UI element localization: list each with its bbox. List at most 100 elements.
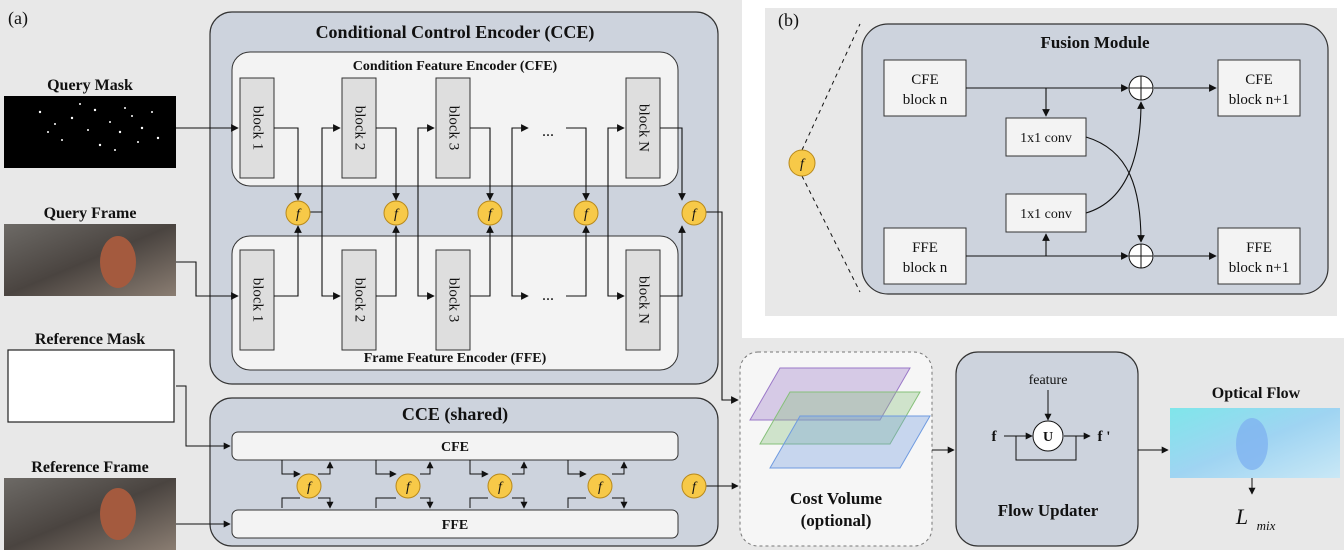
svg-text:block 3: block 3 bbox=[446, 278, 462, 323]
reference-frame-character bbox=[100, 488, 136, 540]
flow-updater-f-out: f ' bbox=[1098, 429, 1111, 445]
add-node-bottom bbox=[1128, 243, 1154, 269]
fusion-node-5: f bbox=[681, 200, 707, 226]
cost-layer-purple bbox=[749, 367, 911, 421]
cfe-block-n1-box: CFE block n+1 bbox=[1217, 59, 1301, 117]
shared-ffe-label: FFE bbox=[442, 518, 468, 533]
shared-fusion-node-2: f bbox=[395, 473, 421, 499]
conv-1x1-bottom: 1x1 conv bbox=[1005, 193, 1087, 233]
cce-connectors bbox=[176, 124, 739, 404]
svg-text:f: f bbox=[692, 480, 698, 495]
shared-fusion-node-4: f bbox=[587, 473, 613, 499]
svg-text:block n: block n bbox=[903, 92, 948, 108]
query-mask-dots bbox=[38, 103, 160, 151]
fusion-node-1: f bbox=[285, 200, 311, 226]
update-unit-label: U bbox=[1043, 430, 1053, 445]
svg-text:CFE: CFE bbox=[911, 72, 939, 88]
svg-text:1x1 conv: 1x1 conv bbox=[1020, 207, 1072, 222]
fusion-node-4: f bbox=[573, 200, 599, 226]
shared-ffe-bar bbox=[231, 509, 679, 539]
svg-text:block 1: block 1 bbox=[250, 278, 266, 323]
ffe-block-2: block 2 bbox=[341, 249, 377, 351]
reference-frame-label: Reference Frame bbox=[31, 459, 148, 476]
update-unit-node bbox=[1032, 420, 1064, 452]
shared-cfe-bar bbox=[231, 431, 679, 461]
loss-subscript: mix bbox=[1257, 518, 1276, 533]
query-frame-character bbox=[100, 236, 136, 288]
ffe-block-n1-box: FFE block n+1 bbox=[1217, 227, 1301, 285]
fusion-zoom-lines bbox=[801, 23, 861, 293]
flow-updater-f-in: f bbox=[992, 429, 998, 445]
svg-text:block N: block N bbox=[636, 276, 652, 324]
svg-text:f: f bbox=[296, 207, 302, 222]
svg-text:block N: block N bbox=[636, 104, 652, 152]
svg-text:block n+1: block n+1 bbox=[1229, 260, 1290, 276]
svg-text:f: f bbox=[307, 480, 313, 495]
reference-mask-image bbox=[7, 349, 175, 423]
svg-text:f: f bbox=[498, 480, 504, 495]
flow-updater-connectors bbox=[1004, 390, 1169, 461]
panel-a-label: (a) bbox=[8, 8, 28, 29]
svg-text:f: f bbox=[488, 207, 494, 222]
svg-text:FFE: FFE bbox=[912, 240, 938, 256]
svg-text:block n+1: block n+1 bbox=[1229, 92, 1290, 108]
query-frame-image bbox=[4, 224, 176, 296]
shared-fusion-node-5: f bbox=[681, 473, 707, 499]
fusion-node-2: f bbox=[383, 200, 409, 226]
svg-text:block 2: block 2 bbox=[352, 106, 368, 151]
svg-text:f: f bbox=[406, 480, 412, 495]
loss-symbol: L bbox=[1235, 504, 1248, 529]
ffe-ellipsis: ... bbox=[542, 287, 554, 304]
svg-text:block 2: block 2 bbox=[352, 278, 368, 323]
cfe-ellipsis: ... bbox=[542, 123, 554, 140]
shared-cfe-label: CFE bbox=[441, 440, 469, 455]
cost-volume-subtitle: (optional) bbox=[801, 511, 872, 530]
shared-fusion-nodes: f f f f f bbox=[296, 473, 707, 499]
cfe-block-n: block N bbox=[625, 77, 661, 179]
cce-fusion-nodes: f f f f f bbox=[285, 200, 707, 226]
flow-updater-title: Flow Updater bbox=[998, 501, 1099, 520]
cce-shared-title: CCE (shared) bbox=[402, 404, 508, 425]
ffe-title: Frame Feature Encoder (FFE) bbox=[364, 351, 547, 366]
svg-text:f: f bbox=[598, 480, 604, 495]
svg-text:f: f bbox=[692, 207, 698, 222]
fusion-node-3: f bbox=[477, 200, 503, 226]
cfe-block-n-box: CFE block n bbox=[883, 59, 967, 117]
cost-volume-title: Cost Volume bbox=[790, 489, 883, 508]
optical-flow-title: Optical Flow bbox=[1212, 385, 1301, 402]
query-mask-image bbox=[4, 96, 176, 168]
add-node-top bbox=[1128, 75, 1154, 101]
ffe-block-1: block 1 bbox=[239, 249, 275, 351]
svg-text:f: f bbox=[394, 207, 400, 222]
svg-text:block 3: block 3 bbox=[446, 106, 462, 151]
cfe-block-3: block 3 bbox=[435, 77, 471, 179]
cost-volume-box bbox=[739, 351, 933, 547]
optical-flow-figure bbox=[1236, 418, 1268, 470]
ffe-block-n-box: FFE block n bbox=[883, 227, 967, 285]
query-frame-label: Query Frame bbox=[44, 205, 137, 222]
cost-volume-stack bbox=[749, 367, 931, 469]
svg-text:f: f bbox=[584, 207, 590, 222]
reference-frame-image bbox=[4, 478, 176, 550]
cfe-title: Condition Feature Encoder (CFE) bbox=[353, 59, 558, 74]
cost-layer-blue bbox=[769, 415, 931, 469]
svg-text:FFE: FFE bbox=[1246, 240, 1272, 256]
cost-layer-green bbox=[759, 391, 921, 445]
query-mask-label: Query Mask bbox=[47, 77, 133, 94]
shared-connectors bbox=[176, 385, 739, 528]
svg-text:f: f bbox=[800, 157, 806, 172]
reference-mask-label: Reference Mask bbox=[35, 331, 145, 348]
panel-b-fusion-node: f bbox=[788, 149, 816, 177]
ffe-block-n: block N bbox=[625, 249, 661, 351]
shared-fusion-node-1: f bbox=[296, 473, 322, 499]
svg-text:CFE: CFE bbox=[1245, 72, 1273, 88]
cce-title: Conditional Control Encoder (CCE) bbox=[316, 22, 595, 43]
svg-text:block n: block n bbox=[903, 260, 948, 276]
cfe-block-2: block 2 bbox=[341, 77, 377, 179]
ffe-block-3: block 3 bbox=[435, 249, 471, 351]
svg-text:1x1 conv: 1x1 conv bbox=[1020, 131, 1072, 146]
fusion-module-title: Fusion Module bbox=[1040, 33, 1150, 52]
cfe-block-1: block 1 bbox=[239, 77, 275, 179]
svg-text:block 1: block 1 bbox=[250, 106, 266, 151]
